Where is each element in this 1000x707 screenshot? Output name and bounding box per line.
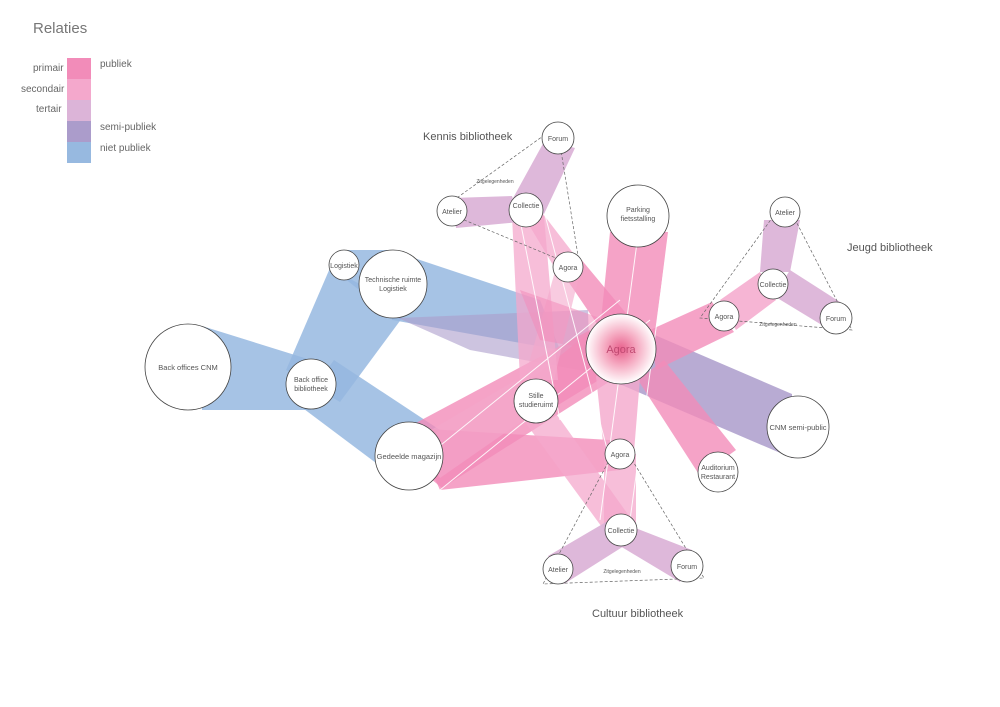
nodes: [144, 121, 853, 585]
label-back-office-line1: Back office: [294, 377, 328, 384]
band-agora-auditorium: [638, 360, 736, 476]
label-cultuur-collectie: Collectie: [608, 528, 635, 535]
node-cnm-semi-public: [766, 395, 830, 459]
label-cultuur-zit: Zitgelegenheden: [603, 569, 640, 575]
node-back-offices-cnm: [144, 323, 232, 411]
node-stille-studieruimt: [513, 378, 559, 424]
band-cagora-ccollectie: [604, 454, 636, 528]
label-stille-line1: Stille: [528, 393, 543, 400]
swatch-niet-publiek: [67, 142, 91, 163]
node-cultuur-atelier: [542, 553, 574, 585]
label-stille-line2: studieruimt: [519, 402, 553, 409]
label-gedeelde: Gedeelde magazijn: [377, 452, 442, 461]
white-line: [544, 214, 611, 461]
label-kennis-zit: Zitgelegenheden: [476, 179, 513, 185]
label-technische-line2: Logistiek: [379, 286, 407, 293]
label-jeugd-collectie: Collectie: [760, 282, 787, 289]
label-jeugd-agora: Agora: [715, 314, 734, 321]
legend-secondair: secondair: [21, 84, 65, 95]
group-label-kennis: Kennis bibliotheek: [423, 131, 513, 143]
band-technische-agora2: [520, 290, 600, 350]
label-auditorium-line1: Auditorium: [701, 465, 735, 472]
legend-semi-publiek: semi-publiek: [100, 122, 157, 133]
node-cultuur-collectie: [604, 513, 638, 547]
label-jeugd-zit: Zitgelegenheden: [759, 322, 796, 328]
group-label-jeugd: Jeugd bibliotheek: [847, 242, 933, 254]
label-technische-line1: Technische ruimte: [365, 277, 422, 284]
swatch-semi-publiek: [67, 121, 91, 142]
node-jeugd-agora: [708, 300, 740, 332]
white-line: [629, 224, 671, 521]
node-auditorium: [697, 451, 739, 493]
legend-publiek: publiek: [100, 59, 132, 70]
triangle-kennis: [439, 125, 581, 269]
band-backoffices-backoffice: [202, 326, 311, 410]
swatch-secondair: [67, 79, 91, 100]
triangle-jeugd: [699, 199, 853, 331]
label-back-offices-cnm: Back offices CNM: [158, 363, 217, 372]
label-back-office-line2: bibliotheek: [294, 386, 328, 393]
node-technische-ruimte: [358, 249, 428, 319]
legend-niet-publiek: niet publiek: [100, 143, 151, 154]
label-parking-line1: Parking: [626, 207, 650, 214]
band-agora-cagora: [596, 376, 640, 452]
node-kennis-atelier: [436, 195, 468, 227]
label-auditorium-line2: Restaurant: [701, 474, 735, 481]
swatch-tertair: [67, 100, 91, 121]
node-parking: [606, 184, 670, 248]
label-cultuur-forum: Forum: [677, 564, 697, 571]
white-line: [409, 299, 621, 471]
triangle-cultuur: [542, 439, 705, 585]
node-kennis-forum: [541, 121, 575, 155]
legend-primair: primair: [33, 63, 64, 74]
node-cultuur-agora: [604, 438, 636, 470]
label-jeugd-forum: Forum: [826, 316, 846, 323]
node-cultuur-forum: [670, 549, 704, 583]
node-labels: Agora Back offices CNM Back office bibli…: [158, 136, 846, 575]
white-line: [519, 219, 561, 421]
band-kennis-atelier-collectie: [452, 196, 520, 228]
node-logistiek: [328, 249, 360, 281]
legend-title: Relaties: [33, 20, 88, 37]
label-cultuur-atelier: Atelier: [548, 567, 569, 574]
label-logistiek: Logistiek: [330, 263, 358, 270]
group-label-cultuur: Cultuur bibliotheek: [592, 608, 684, 620]
label-kennis-collectie: Collectie: [513, 203, 540, 210]
label-kennis-atelier: Atelier: [442, 209, 463, 216]
group-triangles: [439, 125, 853, 585]
label-jeugd-atelier: Atelier: [775, 210, 796, 217]
node-jeugd-collectie: [757, 268, 789, 300]
label-kennis-forum: Forum: [548, 136, 568, 143]
node-back-office-bibliotheek: [285, 358, 337, 410]
label-parking-line2: fietsstalling: [621, 216, 656, 223]
label-agora-center: Agora: [606, 344, 636, 356]
label-cnm: CNM semi-public: [769, 423, 826, 432]
node-jeugd-forum: [819, 301, 853, 335]
legend-tertair: tertair: [36, 104, 62, 115]
node-agora-center-glow: [585, 313, 657, 385]
label-kennis-agora: Agora: [559, 265, 578, 272]
swatch-primair: [67, 58, 91, 79]
node-gedeelde-magazijn: [374, 421, 444, 491]
node-jeugd-atelier: [769, 196, 801, 228]
node-kennis-agora: [552, 251, 584, 283]
node-kennis-collectie: [508, 192, 544, 228]
label-cultuur-agora: Agora: [611, 452, 630, 459]
band-jeugd-atelier-collectie: [760, 220, 800, 272]
